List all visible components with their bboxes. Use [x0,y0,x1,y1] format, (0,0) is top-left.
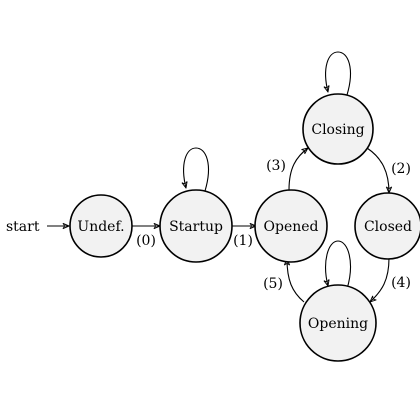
node-undef-label: Undef. [77,219,124,235]
edge-loop-startup [184,147,209,192]
edge-closed-opening [370,257,390,302]
node-opened: Opened [254,189,328,263]
edge-closing-closed [366,147,389,193]
node-startup: Startup [159,189,233,263]
edge-label-4: (4) [391,275,411,291]
node-startup-label: Startup [169,219,223,235]
edge-label-1: (1) [233,233,253,249]
start-label: start [6,219,40,235]
edge-label-0: (0) [136,233,156,249]
edge-label-5: (5) [263,276,283,292]
node-closing-label: Closing [311,122,364,138]
node-closing: Closing [302,93,374,165]
node-closed-label: Closed [364,219,412,235]
edge-loop-opening [326,240,351,290]
node-closed: Closed [354,192,420,260]
edge-loop-closing [326,51,351,96]
edge-opened-closing [288,148,308,191]
edge-label-3: (3) [266,158,286,174]
node-undef: Undef. [69,194,133,258]
edge-opening-opened [287,259,305,303]
edge-label-2: (2) [391,161,411,177]
node-opening-label: Opening [308,316,368,332]
node-opened-label: Opened [264,219,319,235]
node-opening: Opening [299,284,377,362]
